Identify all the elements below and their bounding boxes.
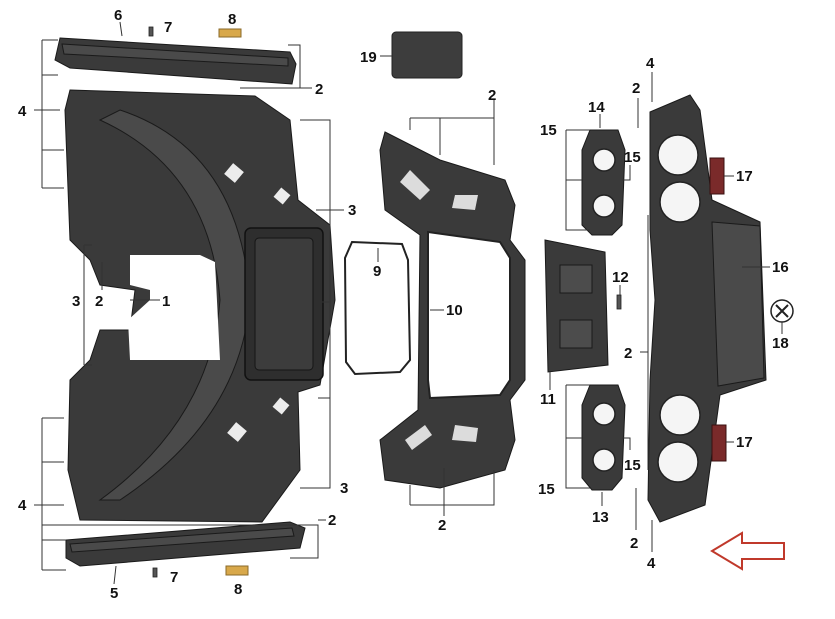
callout-13: 13 — [592, 509, 609, 526]
callout-2: 2 — [630, 535, 638, 552]
callout-10: 10 — [446, 302, 463, 319]
callout-19: 19 — [360, 49, 377, 66]
part-10-frame — [379, 131, 526, 489]
part-11-center-block — [544, 239, 609, 373]
part-14-upper-vent — [581, 129, 626, 236]
cross-emblem-icon — [770, 299, 794, 323]
part-5-lower-rail — [65, 521, 306, 567]
callout-17: 17 — [736, 434, 753, 451]
callout-15: 15 — [540, 122, 557, 139]
callout-labels: 6 7 8 2 4 3 2 1 3 3 4 2 5 7 8 19 9 10 2 … — [18, 7, 789, 602]
part-1-rear-panel — [64, 89, 336, 523]
part-6-upper-rail — [54, 37, 297, 85]
callout-16: 16 — [772, 259, 789, 276]
part-17-reflector-bottom — [711, 424, 727, 462]
callout-2: 2 — [624, 345, 632, 362]
callout-3: 3 — [348, 202, 356, 219]
part-7-screw-top — [148, 26, 154, 37]
callout-2: 2 — [632, 80, 640, 97]
callout-6: 6 — [114, 7, 122, 24]
part-7-screw-bottom — [152, 567, 158, 578]
callout-8: 8 — [228, 11, 236, 28]
part-16-front-panel — [647, 94, 767, 523]
callout-12: 12 — [612, 269, 629, 286]
part-8-reflector-bottom — [225, 565, 249, 576]
callout-18: 18 — [772, 335, 789, 352]
left-arrow-outline-icon — [710, 531, 785, 571]
part-12-pin — [616, 294, 622, 310]
part-19-mat — [391, 31, 463, 79]
leader-lines — [34, 21, 783, 585]
part-17-reflector-top — [709, 157, 725, 195]
callout-7: 7 — [164, 19, 172, 36]
callout-2: 2 — [488, 87, 496, 104]
callout-7: 7 — [170, 569, 178, 586]
callout-3: 3 — [72, 293, 80, 310]
part-13-lower-vent — [581, 384, 626, 491]
callout-2: 2 — [95, 293, 103, 310]
part-8-reflector-top — [218, 28, 242, 38]
callout-2: 2 — [328, 512, 336, 529]
callout-9: 9 — [373, 263, 381, 280]
callout-15: 15 — [624, 457, 641, 474]
callout-5: 5 — [110, 585, 118, 602]
part-9-seal — [343, 240, 412, 376]
callout-4: 4 — [647, 555, 656, 572]
callout-4: 4 — [18, 497, 27, 514]
callout-11: 11 — [540, 391, 556, 408]
callout-17: 17 — [736, 168, 753, 185]
callout-2: 2 — [315, 81, 323, 98]
callout-1: 1 — [162, 293, 170, 310]
callout-8: 8 — [234, 581, 242, 598]
callout-3: 3 — [340, 480, 348, 497]
callout-2: 2 — [438, 517, 446, 534]
callout-4: 4 — [646, 55, 655, 72]
callout-15: 15 — [538, 481, 555, 498]
callout-14: 14 — [588, 99, 605, 116]
callout-15: 15 — [624, 149, 641, 166]
callout-4: 4 — [18, 103, 27, 120]
